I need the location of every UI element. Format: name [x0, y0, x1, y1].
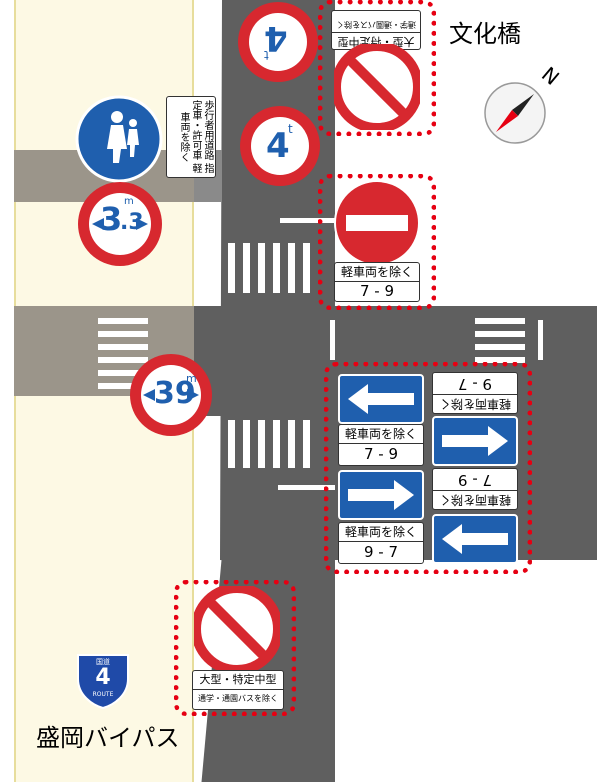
highlight-no-through-bottom — [174, 580, 296, 716]
height-limit-sign-39m: 39 m — [128, 352, 214, 438]
bypass-label: 盛岡バイパス — [36, 724, 180, 752]
one-way-sign-left-2 — [432, 514, 518, 564]
pedestrian-road-sign — [75, 95, 163, 183]
one-way-plate-d-line2: 7 - 9 — [433, 470, 517, 491]
weight-limit-upper-unit: t — [264, 48, 269, 62]
one-way-plate-b-line2: 9 - 7 — [339, 541, 423, 562]
route-4-shield: 国道 4 ROUTE — [74, 651, 132, 709]
no-through-bottom-plate: 大型・特定中型 通学・通園バスを除く — [192, 670, 284, 710]
pedestrian-plate-line3: 軽車両を除く — [178, 112, 201, 174]
route-shield-top: 国道 — [96, 658, 110, 666]
one-way-sign-right-1 — [338, 470, 424, 520]
pedestrian-plate-line2: 指定車・許可車 — [190, 100, 213, 174]
one-way-sign-left-1 — [338, 374, 424, 424]
no-entry-sign — [334, 180, 420, 266]
weight-limit-sign-lower: 4 t — [238, 104, 322, 188]
bridge-label: 文化橋 — [449, 20, 521, 48]
no-through-sign-bottom — [191, 583, 283, 675]
one-way-sign-right-2 — [432, 416, 518, 466]
height-limit-39-big: 39 — [154, 376, 196, 411]
one-way-plate-d: 軽車両を除く 7 - 9 — [432, 468, 518, 510]
one-way-plate-d-line1: 軽車両を除く — [439, 493, 512, 507]
weight-limit-sign-upper: 4 t — [236, 0, 320, 84]
no-through-bottom-plate-line1: 大型・特定中型 — [199, 673, 277, 686]
highlight-one-way-group — [324, 362, 532, 574]
compass — [484, 82, 546, 144]
pedestrian-plate-line1: 歩行者用道路 — [202, 100, 213, 161]
height-limit-sign-3-3m: 3 .3 m — [76, 180, 164, 268]
weight-limit-lower-unit: t — [288, 122, 293, 136]
route-shield-bottom: ROUTE — [92, 691, 114, 698]
one-way-plate-c-line2: 9 - 7 — [433, 374, 517, 395]
no-through-bottom-plate-line2: 通学・通園バスを除く — [193, 689, 283, 708]
one-way-plate-a: 軽車両を除く 7 - 9 — [338, 424, 424, 466]
one-way-plate-b: 軽車両を除く 9 - 7 — [338, 522, 424, 564]
no-entry-plate-line1: 軽車両を除く — [340, 265, 413, 279]
highlight-no-through-top — [318, 0, 436, 136]
one-way-plate-c: 軽車両を除く 9 - 7 — [432, 372, 518, 414]
height-limit-39-unit: m — [186, 372, 197, 385]
weight-limit-lower-value: 4 — [266, 126, 290, 166]
route-shield-number: 4 — [95, 665, 111, 690]
one-way-plate-a-line2: 7 - 9 — [339, 443, 423, 464]
height-limit-3-3-small: .3 — [120, 210, 144, 235]
no-through-sign-top — [331, 41, 423, 133]
no-through-top-plate-line2: 通学・通園バスを除く — [332, 16, 420, 33]
height-limit-3-3-big: 3 — [100, 200, 123, 238]
no-entry-plate: 軽車両を除く 7 - 9 — [334, 262, 420, 302]
one-way-plate-b-line1: 軽車両を除く — [344, 525, 417, 539]
one-way-plate-a-line1: 軽車両を除く — [344, 427, 417, 441]
no-entry-plate-line2: 7 - 9 — [335, 281, 419, 300]
height-limit-3-3-unit: m — [124, 196, 134, 207]
one-way-plate-c-line1: 軽車両を除く — [439, 397, 512, 411]
pedestrian-supplementary-plate: 歩行者用道路 指定車・許可車 軽車両を除く — [166, 96, 216, 178]
highlight-no-entry — [318, 174, 436, 310]
